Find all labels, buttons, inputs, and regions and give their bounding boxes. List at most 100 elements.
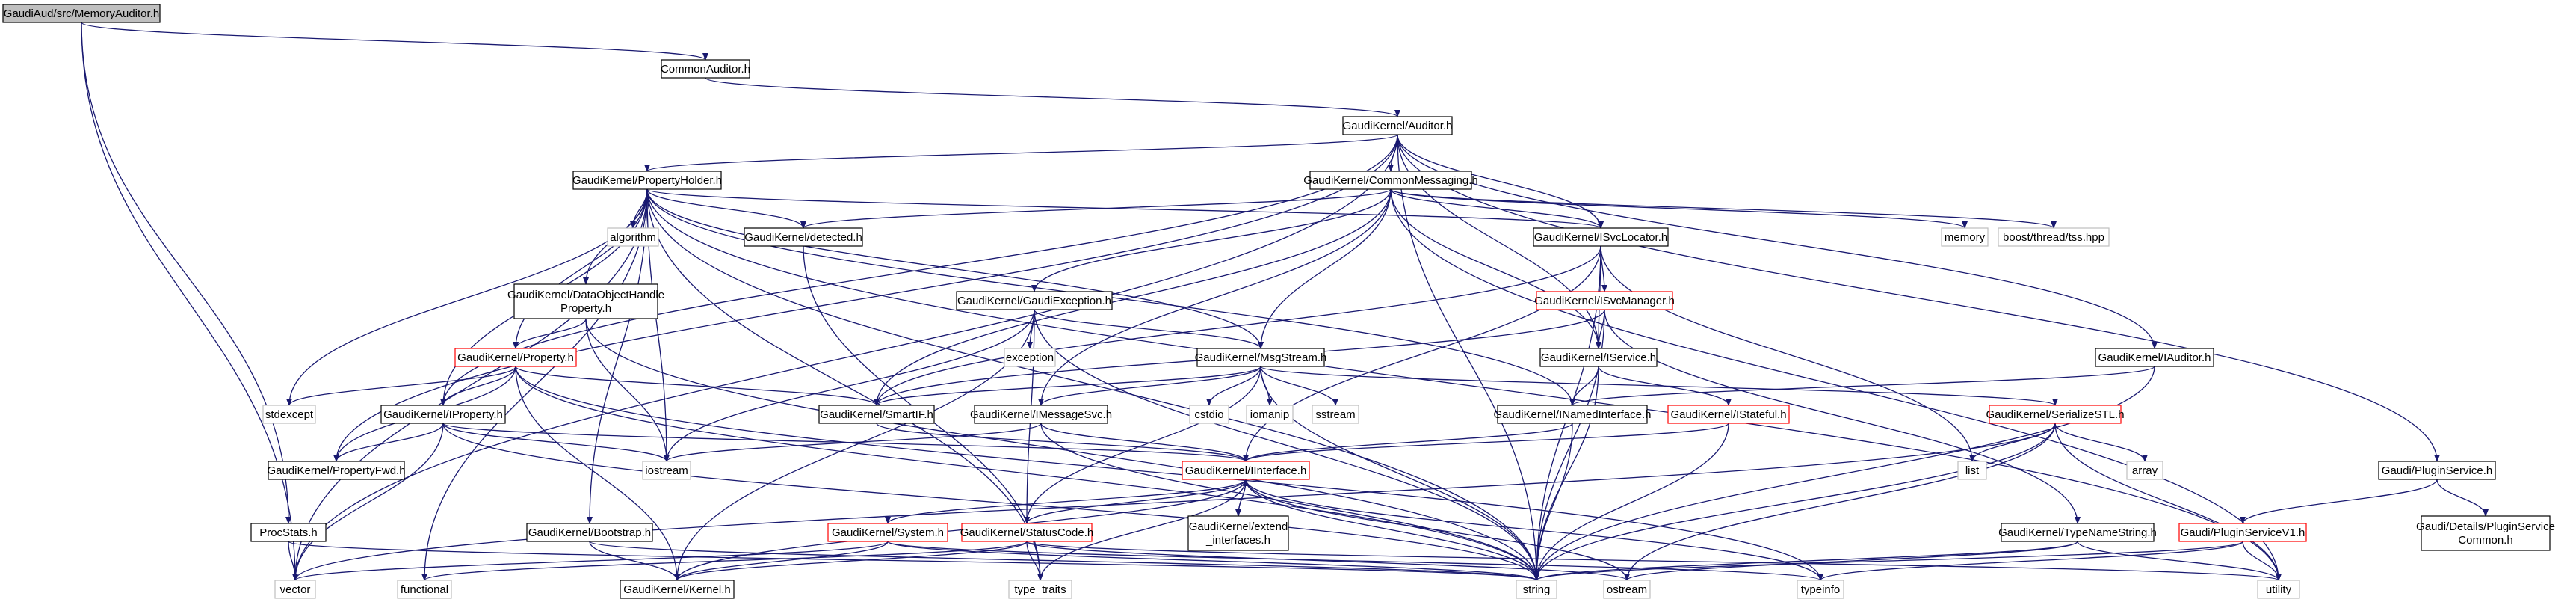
node-label-system: GaudiKernel/System.h xyxy=(832,526,944,539)
node-propertyfwd[interactable]: GaudiKernel/PropertyFwd.h xyxy=(267,461,406,480)
node-box-stdexcept xyxy=(262,405,316,424)
node-list: list xyxy=(1957,461,1987,480)
node-functional: functional xyxy=(397,580,452,599)
node-utility: utility xyxy=(2257,580,2300,599)
edge-pluginservicev1-to-utility xyxy=(2242,541,2282,581)
node-detected[interactable]: GaudiKernel/detected.h xyxy=(744,227,863,247)
node-bootstrap[interactable]: GaudiKernel/Bootstrap.h xyxy=(526,523,653,542)
node-box-propertyfwd xyxy=(268,461,405,480)
node-isvcmanager[interactable]: GaudiKernel/ISvcManager.h xyxy=(1534,291,1675,310)
node-iservice[interactable]: GaudiKernel/IService.h xyxy=(1539,348,1658,367)
edge-commonmessaging-to-memory xyxy=(1390,188,1968,229)
edge-bootstrap-to-kernel xyxy=(589,541,680,581)
node-box-isvclocator xyxy=(1533,227,1669,247)
edge-pluginservicev1-to-typeinfo xyxy=(1817,541,2243,581)
node-isvclocator[interactable]: GaudiKernel/ISvcLocator.h xyxy=(1533,227,1669,247)
node-box-boostthread xyxy=(1998,227,2110,247)
node-msgstream[interactable]: GaudiKernel/MsgStream.h xyxy=(1195,348,1327,367)
node-label-auditor: GaudiKernel/Auditor.h xyxy=(1343,120,1453,132)
node-box-pluginservice xyxy=(2378,461,2496,480)
edge-msgstream-to-statuscode xyxy=(1024,366,1261,524)
node-label-typeinfo: typeinfo xyxy=(1801,583,1841,596)
node-box-iproperty xyxy=(380,405,506,424)
edge-layer xyxy=(81,22,2489,581)
edge-inamedinterface-to-string xyxy=(1533,423,1573,581)
node-label-extendinterfaces: _interfaces.h xyxy=(1205,534,1270,547)
node-statuscode[interactable]: GaudiKernel/StatusCode.h xyxy=(960,523,1093,542)
node-auditor[interactable]: GaudiKernel/Auditor.h xyxy=(1342,116,1453,135)
edge-propertyholder-to-typetraits xyxy=(646,188,1043,581)
edge-pluginservice-to-pluginservicev1 xyxy=(2240,479,2438,524)
node-pluginservice[interactable]: Gaudi/PluginService.h xyxy=(2378,461,2496,480)
node-array: array xyxy=(2126,461,2163,480)
node-kernel[interactable]: GaudiKernel/Kernel.h xyxy=(620,580,735,599)
edge-iproperty-to-string xyxy=(442,423,1539,581)
edge-system-to-kernel xyxy=(674,541,889,581)
node-box-ostream xyxy=(1603,580,1651,599)
edge-statuscode-to-functional xyxy=(421,541,1028,581)
node-label-iinterface: GaudiKernel/IInterface.h xyxy=(1185,464,1307,477)
edge-propertyholder-to-detected xyxy=(646,188,806,229)
node-label-kernel: GaudiKernel/Kernel.h xyxy=(623,583,730,596)
edge-propertyholder-to-utility xyxy=(646,188,2282,581)
edge-propertyholder-to-algorithm xyxy=(630,188,648,229)
node-procstats[interactable]: ProcStats.h xyxy=(250,523,327,542)
edge-gaudiexception-to-iostream xyxy=(664,309,1035,462)
node-commonmessaging[interactable]: GaudiKernel/CommonMessaging.h xyxy=(1303,171,1478,190)
node-box-root xyxy=(2,4,161,23)
node-label-iauditor: GaudiKernel/IAuditor.h xyxy=(2098,351,2211,364)
node-istateful[interactable]: GaudiKernel/IStateful.h xyxy=(1667,405,1790,424)
edge-iproperty-to-vector xyxy=(292,423,444,581)
node-ostream: ostream xyxy=(1603,580,1651,599)
node-iinterface[interactable]: GaudiKernel/IInterface.h xyxy=(1182,461,1310,480)
edge-commonauditor-to-auditor xyxy=(705,77,1400,117)
node-algorithm: algorithm xyxy=(607,227,659,247)
edge-iproperty-to-iostream xyxy=(442,423,670,462)
node-extendinterfaces[interactable]: GaudiKernel/extend_interfaces.h xyxy=(1187,515,1289,551)
node-inamedinterface[interactable]: GaudiKernel/INamedInterface.h xyxy=(1494,405,1652,424)
edge-property-to-smartif xyxy=(515,366,880,406)
edge-system-to-typeinfo xyxy=(887,541,1823,581)
node-box-property xyxy=(454,348,577,367)
node-serializestl[interactable]: GaudiKernel/SerializeSTL.h xyxy=(1986,405,2125,424)
node-iauditor[interactable]: GaudiKernel/IAuditor.h xyxy=(2095,348,2214,367)
node-label-serializestl: GaudiKernel/SerializeSTL.h xyxy=(1986,408,2124,421)
node-system[interactable]: GaudiKernel/System.h xyxy=(827,523,948,542)
edge-dataobjecthandle-to-string xyxy=(585,318,1539,581)
node-label-typenamestring: GaudiKernel/TypeNameString.h xyxy=(1998,526,2157,539)
node-label-extendinterfaces: GaudiKernel/extend xyxy=(1189,521,1288,533)
node-label-ostream: ostream xyxy=(1607,583,1647,596)
edge-pluginservicev1-to-string xyxy=(1533,541,2243,581)
edge-iservice-to-inamedinterface xyxy=(1569,366,1599,406)
node-imessagesvc[interactable]: GaudiKernel/IMessageSvc.h xyxy=(970,405,1112,424)
node-smartif[interactable]: GaudiKernel/SmartIF.h xyxy=(818,405,935,424)
node-typenamestring[interactable]: GaudiKernel/TypeNameString.h xyxy=(1998,523,2157,542)
node-iproperty[interactable]: GaudiKernel/IProperty.h xyxy=(380,405,506,424)
edge-msgstream-to-smartif xyxy=(874,366,1261,406)
node-box-commonauditor xyxy=(661,59,750,79)
node-propertyholder[interactable]: GaudiKernel/PropertyHolder.h xyxy=(572,171,722,190)
node-label-isvcmanager: GaudiKernel/ISvcManager.h xyxy=(1534,295,1675,307)
node-label-iomanip: iomanip xyxy=(1250,408,1290,421)
edge-propertyholder-to-property xyxy=(513,188,648,349)
edge-typenamestring-to-ostream xyxy=(1624,541,2078,581)
node-gaudiexception[interactable]: GaudiKernel/GaudiException.h xyxy=(956,291,1113,310)
node-box-iauditor xyxy=(2095,348,2214,367)
node-string: string xyxy=(1516,580,1557,599)
node-label-root: GaudiAud/src/MemoryAuditor.h xyxy=(4,7,159,20)
node-commonauditor[interactable]: CommonAuditor.h xyxy=(661,59,750,79)
edge-iinterface-to-ostream xyxy=(1245,479,1630,581)
edge-system-to-vector xyxy=(292,541,889,581)
node-root[interactable]: GaudiAud/src/MemoryAuditor.h xyxy=(2,4,161,23)
node-pluginservicev1[interactable]: Gaudi/PluginServiceV1.h xyxy=(2178,523,2307,542)
edge-pluginservice-to-pluginservicecommon xyxy=(2436,479,2489,517)
edge-gaudiexception-to-msgstream xyxy=(1034,309,1264,349)
node-box-imessagesvc xyxy=(974,405,1108,424)
node-box-string xyxy=(1516,580,1557,599)
node-layer: GaudiAud/src/MemoryAuditor.hCommonAudito… xyxy=(2,4,2555,599)
edge-msgstream-to-string xyxy=(1260,366,1539,581)
node-property[interactable]: GaudiKernel/Property.h xyxy=(454,348,577,367)
edge-imessagesvc-to-string xyxy=(1040,423,1539,581)
